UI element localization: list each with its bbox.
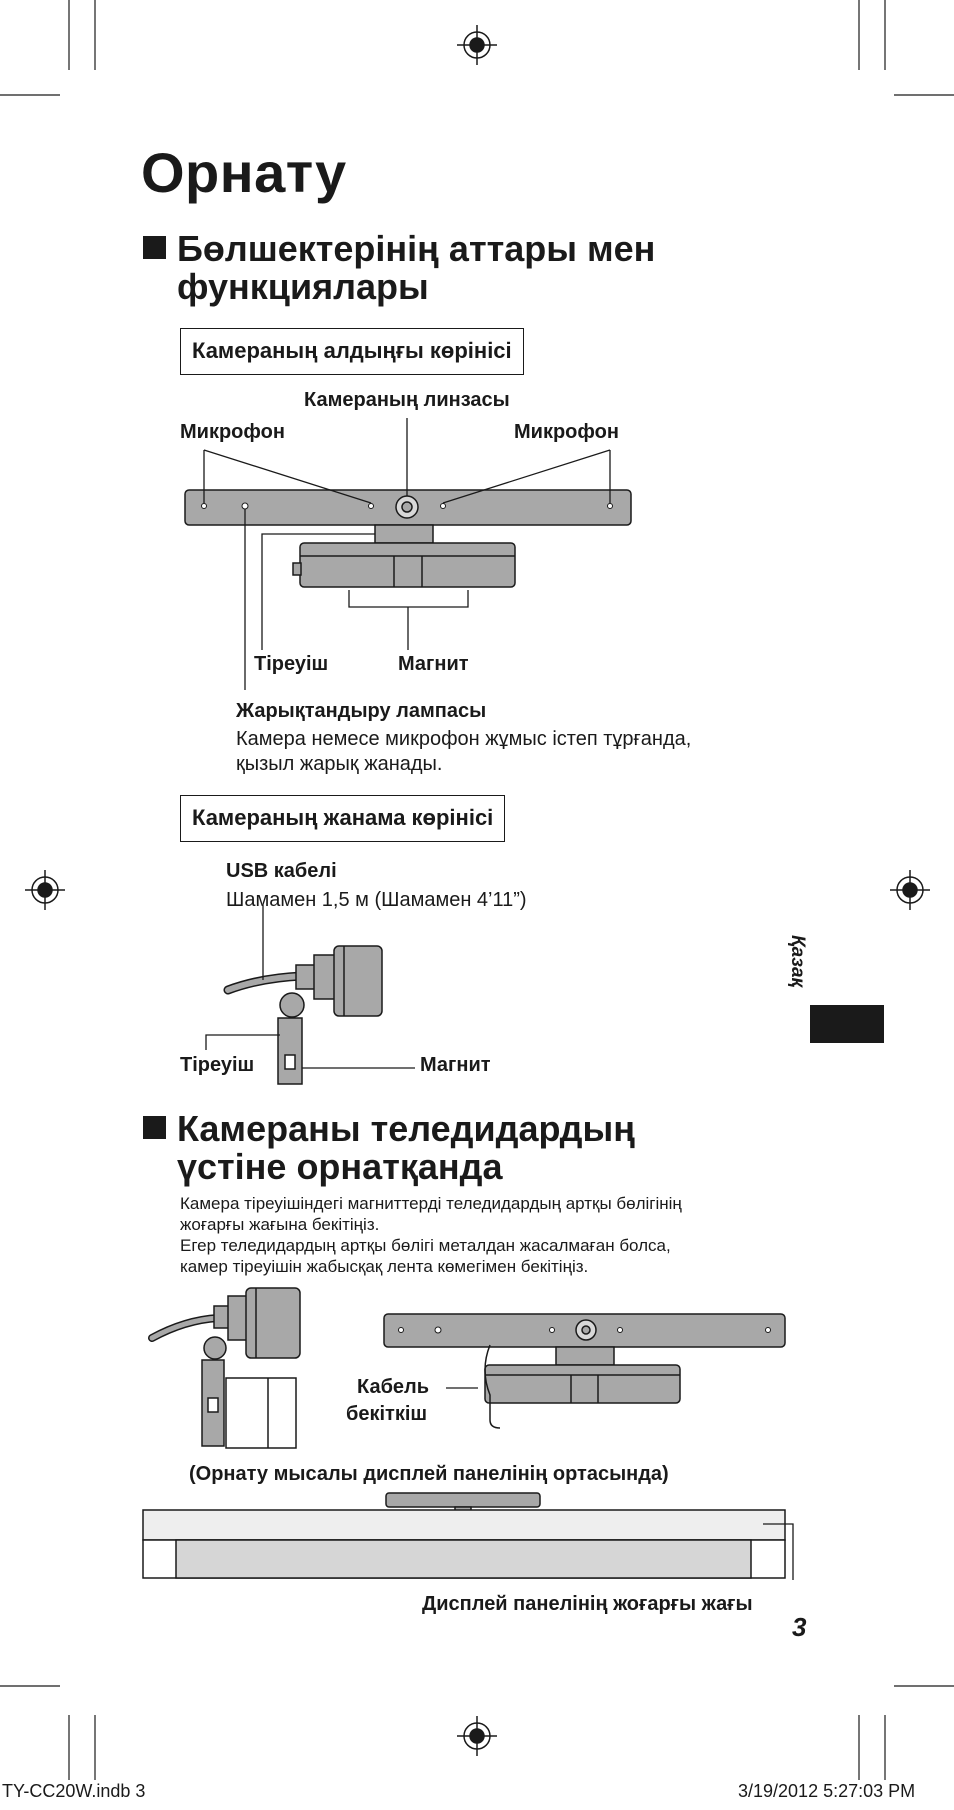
bullet-square-icon xyxy=(143,236,166,259)
language-tab-label: Қазақ xyxy=(787,935,808,988)
instruction-line3: Егер теледидардың артқы бөлігі металдан … xyxy=(180,1236,671,1255)
mounting-example-caption: (Орнату мысалы дисплей панелінің ортасын… xyxy=(189,1463,669,1485)
side-magnet-label: Магнит xyxy=(420,1054,491,1076)
lamp-description-line1: Камера немесе микрофон жұмыс істеп тұрға… xyxy=(236,728,692,750)
cable-holder-label-line1: Кабель xyxy=(357,1376,430,1398)
instruction-line2: жоғарғы жағына бекітіңіз. xyxy=(180,1215,380,1234)
section-heading-line2: функциялары xyxy=(177,266,429,307)
footer-timestamp: 3/19/2012 5:27:03 PM xyxy=(738,1781,916,1801)
cable-holder-label-line2: бекіткіш xyxy=(346,1403,428,1425)
mic-left-label: Микрофон xyxy=(180,421,285,443)
language-tab-marker xyxy=(810,1005,884,1043)
side-view-heading: Камераның жанама көрінісі xyxy=(180,795,506,842)
instruction-line1: Камера тіреуішіндегі магниттерді теледид… xyxy=(180,1194,682,1213)
footer-file-name: TY-CC20W.indb 3 xyxy=(2,1781,146,1801)
usb-cable-label: USB кабелі xyxy=(226,860,337,882)
bullet-square-icon xyxy=(143,1116,166,1139)
mounting-heading-line1: Камераны теледидардың xyxy=(177,1108,635,1149)
lamp-label: Жарықтандыру лампасы xyxy=(236,700,487,722)
mounting-instructions: Камера тіреуішіндегі магниттерді теледид… xyxy=(180,1193,682,1277)
lens-label: Камераның линзасы xyxy=(304,389,510,411)
mounting-heading-line2: үстіне орнатқанда xyxy=(177,1146,503,1187)
usb-cable-length: Шамамен 1,5 м (Шамамен 4’11”) xyxy=(226,889,527,911)
page-title: Орнату xyxy=(141,141,347,204)
page-number: 3 xyxy=(792,1612,807,1642)
section-heading-parts: Бөлшектерінің аттары мен функциялары xyxy=(143,230,655,306)
panel-top-label: Дисплей панелінің жоғарғы жағы xyxy=(422,1593,753,1615)
mic-right-label: Микрофон xyxy=(514,421,619,443)
magnet-label: Магнит xyxy=(398,653,469,675)
front-view-heading: Камераның алдыңғы көрінісі xyxy=(180,328,524,375)
side-stand-label: Тіреуіш xyxy=(180,1054,255,1076)
instruction-line4: камер тіреуішін жабысқақ лента көмегімен… xyxy=(180,1257,589,1276)
section-heading-mounting: Камераны теледидардың үстіне орнатқанда xyxy=(143,1110,635,1186)
lamp-description-line2: қызыл жарық жанады. xyxy=(236,753,443,775)
section-heading-line1: Бөлшектерінің аттары мен xyxy=(177,228,656,269)
stand-label: Тіреуіш xyxy=(254,653,329,675)
